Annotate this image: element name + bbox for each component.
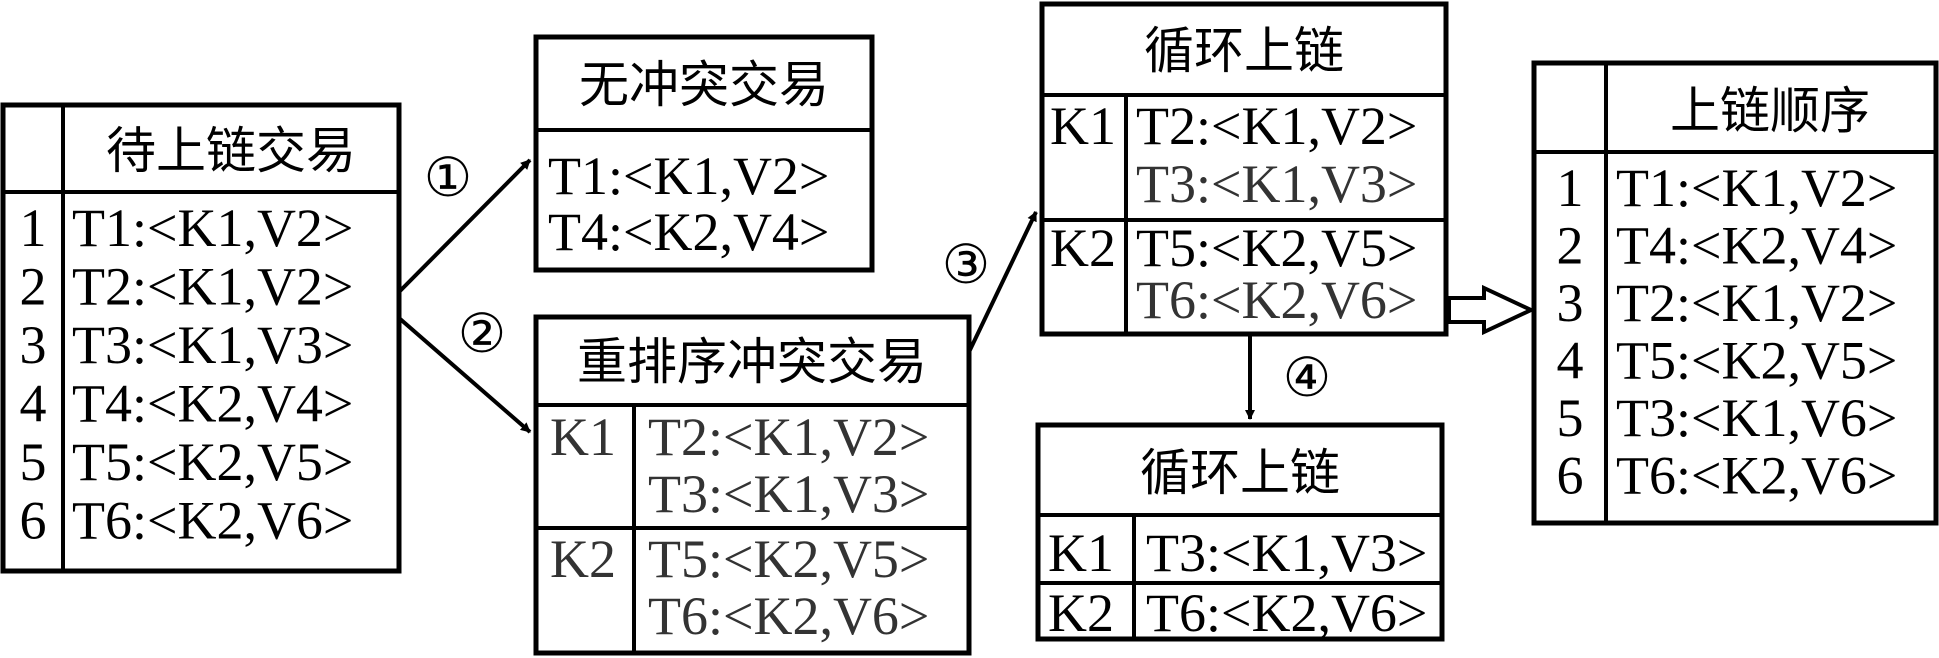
reorder-transaction: T3:<K1,V3>	[648, 464, 929, 524]
step-markers: ① ② ③ ④	[424, 148, 1331, 408]
reorder-table-title: 重排序冲突交易	[577, 333, 927, 391]
loop1-transaction: T3:<K1,V3>	[1136, 154, 1417, 214]
pending-row-number: 1	[20, 198, 47, 258]
order-row-number: 3	[1557, 273, 1584, 333]
no-conflict-table-title: 无冲突交易	[579, 56, 829, 114]
loop-onchain-table-1: 循环上链 K1 T2:<K1,V2> T3:<K1,V3> K2 T5:<K2,…	[1039, 1, 1449, 337]
order-row-number: 6	[1557, 446, 1584, 506]
reorder-transaction: T2:<K1,V2>	[648, 407, 929, 467]
pending-row-number: 3	[20, 315, 47, 375]
pending-table-title: 待上链交易	[106, 122, 356, 180]
no-conflict-table: 无冲突交易 T1:<K1,V2> T4:<K2,V4>	[533, 34, 875, 273]
flow-arrows	[397, 158, 1536, 434]
step-marker-3: ③	[942, 235, 990, 295]
loop1-transaction: T2:<K1,V2>	[1136, 96, 1417, 156]
reorder-table-border	[533, 314, 972, 656]
order-table-border	[1531, 60, 1939, 526]
pending-row-transaction: T3:<K1,V3>	[72, 315, 353, 375]
loop1-key-label: K2	[1050, 218, 1116, 278]
order-row-transaction: T4:<K2,V4>	[1616, 216, 1897, 276]
loop2-table-border	[1035, 422, 1445, 642]
arrow-to-no-conflict	[397, 158, 532, 294]
pending-row-number: 4	[20, 374, 47, 434]
no-conflict-row: T1:<K1,V2>	[548, 146, 829, 206]
order-row-transaction: T6:<K2,V6>	[1616, 446, 1897, 506]
arrow-to-loop1	[967, 211, 1038, 353]
pending-row-transaction: T5:<K2,V5>	[72, 432, 353, 492]
pending-row-number: 6	[20, 491, 47, 551]
loop1-key-label: K1	[1050, 96, 1116, 156]
step-marker-1: ①	[424, 148, 472, 208]
step-marker-2: ②	[458, 304, 506, 364]
reorder-key-label: K2	[550, 529, 616, 589]
pending-row-transaction: T1:<K1,V2>	[72, 198, 353, 258]
loop1-table-title: 循环上链	[1144, 22, 1344, 80]
order-row-transaction: T2:<K1,V2>	[1616, 273, 1897, 333]
loop-onchain-table-2: 循环上链 K1 T3:<K1,V3> K2 T6:<K2,V6>	[1035, 422, 1445, 643]
order-table-rows: 1 T1:<K1,V2> 2 T4:<K2,V4> 3 T2:<K1,V2> 4 T5:<K2…	[1557, 158, 1898, 506]
order-row-transaction: T5:<K2,V5>	[1616, 331, 1897, 391]
pending-table-rows: 1 T1:<K1,V2> 2 T2:<K1,V2> 3 T3:<K1,V3> 4 T4:<K2…	[20, 198, 354, 551]
order-row-number: 5	[1557, 388, 1584, 448]
loop2-transaction: T6:<K2,V6>	[1146, 583, 1427, 643]
order-row-transaction: T3:<K1,V6>	[1616, 388, 1897, 448]
loop2-table-title: 循环上链	[1140, 444, 1340, 502]
step-marker-4: ④	[1283, 348, 1331, 408]
pending-row-transaction: T6:<K2,V6>	[72, 491, 353, 551]
loop2-key-label: K2	[1048, 583, 1114, 643]
pending-row-number: 2	[20, 257, 47, 317]
order-row-number: 2	[1557, 216, 1584, 276]
pending-row-number: 5	[20, 432, 47, 492]
pending-transactions-table: 待上链交易 1 T1:<K1,V2> 2 T2:<K1,V2> 3 T3:<K1,V3> 4…	[0, 102, 402, 574]
order-row-transaction: T1:<K1,V2>	[1616, 158, 1897, 218]
loop1-transaction: T6:<K2,V6>	[1136, 270, 1417, 330]
loop2-transaction: T3:<K1,V3>	[1146, 523, 1427, 583]
order-row-number: 1	[1557, 158, 1584, 218]
no-conflict-table-border	[533, 34, 875, 273]
order-table-title: 上链顺序	[1670, 82, 1870, 140]
loop2-key-label: K1	[1048, 523, 1114, 583]
pending-row-transaction: T4:<K2,V4>	[72, 374, 353, 434]
loop1-table-border	[1039, 1, 1449, 337]
reorder-conflict-table: 重排序冲突交易 K1 T2:<K1,V2> T3:<K1,V3> K2 T5:<…	[533, 314, 972, 656]
order-row-number: 4	[1557, 331, 1584, 391]
pending-table-border	[0, 102, 402, 574]
reorder-transaction: T6:<K2,V6>	[648, 586, 929, 646]
arrow-to-reorder	[397, 316, 532, 434]
reorder-transaction: T5:<K2,V5>	[648, 529, 929, 589]
pending-row-transaction: T2:<K1,V2>	[72, 257, 353, 317]
hollow-arrow-to-order	[1447, 284, 1536, 336]
loop1-transaction: T5:<K2,V5>	[1136, 218, 1417, 278]
no-conflict-row: T4:<K2,V4>	[548, 202, 829, 262]
reorder-key-label: K1	[550, 407, 616, 467]
